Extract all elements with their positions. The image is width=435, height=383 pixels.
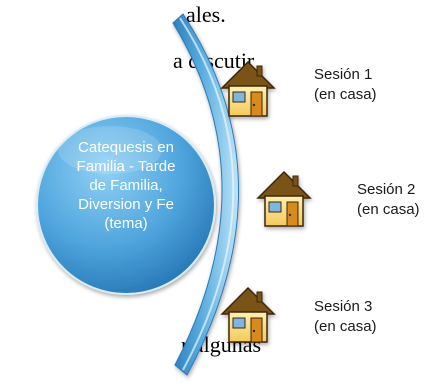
center-text-line: Diversion y Fe xyxy=(78,196,174,213)
session-2-label: Sesión 2 (en casa) xyxy=(357,180,420,220)
session-title: Sesión 1 xyxy=(314,66,373,83)
center-text-line: (tema) xyxy=(104,215,148,232)
curved-arc xyxy=(172,13,239,376)
center-circle xyxy=(36,115,216,295)
background-text-line-1: ales. xyxy=(186,2,226,27)
center-circle-text: Catequesis en Familia - Tarde de Familia… xyxy=(51,138,201,233)
center-text-line: de Familia, xyxy=(89,177,163,194)
session-1-label: Sesión 1 (en casa) xyxy=(314,65,377,105)
session-subtitle: (en casa) xyxy=(357,201,420,218)
house-icon xyxy=(220,60,276,117)
session-subtitle: (en casa) xyxy=(314,86,377,103)
center-text-line: Familia - Tarde xyxy=(76,158,176,175)
session-subtitle: (en casa) xyxy=(314,318,377,335)
house-icon xyxy=(220,286,276,343)
house-icon xyxy=(256,170,312,227)
session-title: Sesión 3 xyxy=(314,298,373,315)
session-3-label: Sesión 3 (en casa) xyxy=(314,297,377,337)
center-text-line: Catequesis en xyxy=(78,139,174,156)
session-title: Sesión 2 xyxy=(357,181,416,198)
